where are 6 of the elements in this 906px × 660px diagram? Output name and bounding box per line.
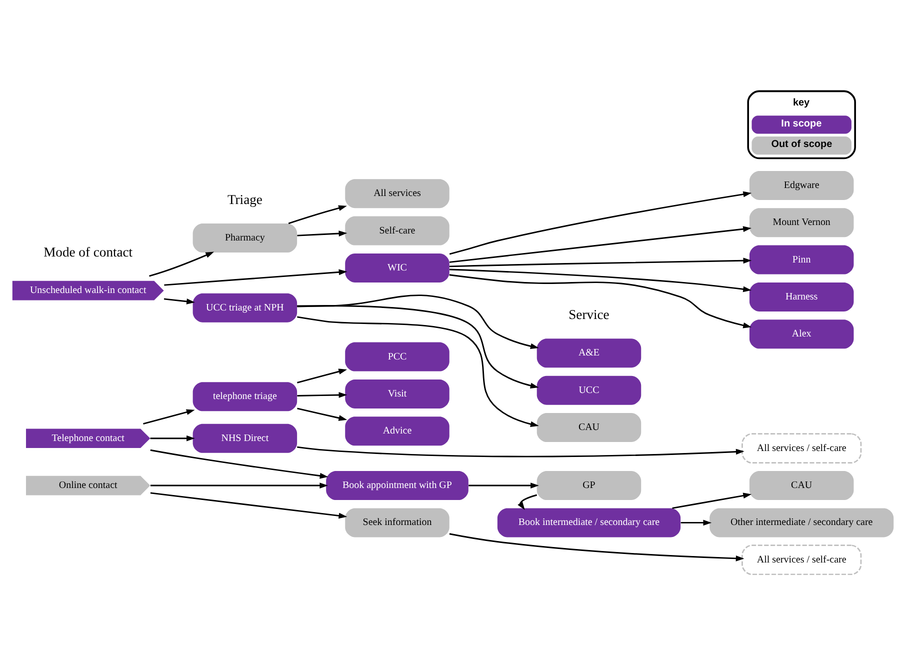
label: Mode of contact — [44, 244, 133, 260]
label: Triage — [227, 192, 262, 207]
legend-label: In scope — [781, 118, 822, 129]
label: Service — [568, 306, 610, 322]
label: key — [792, 96, 810, 108]
legend-label: Out of scope — [771, 138, 832, 150]
